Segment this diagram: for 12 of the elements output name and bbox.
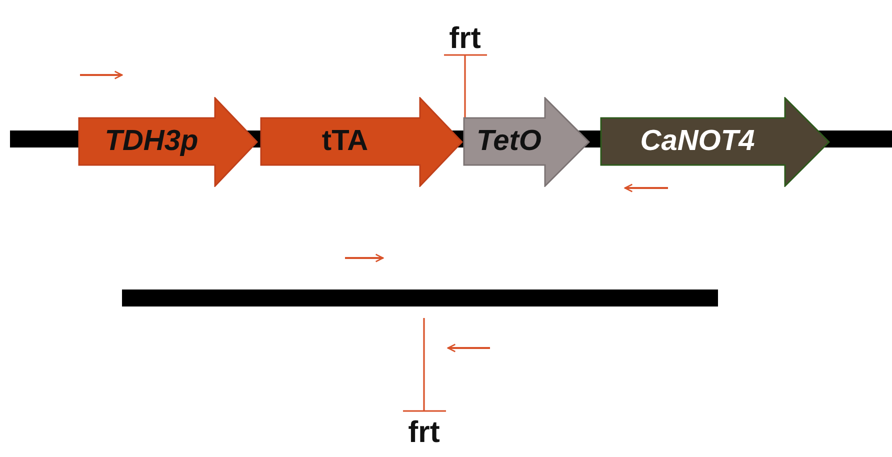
gene-segment: [463, 97, 590, 187]
site-label: frt: [435, 24, 495, 54]
gene-segment: [600, 97, 830, 187]
gene-label: TDH3p: [104, 124, 200, 159]
leader-line: [443, 54, 488, 119]
gene-segment: [260, 97, 463, 187]
site-label: frt: [394, 418, 454, 448]
leader-line: [402, 317, 447, 412]
gene-label: CaNOT4: [639, 124, 756, 159]
gene-label: tTA: [320, 124, 370, 159]
gene-segment: [78, 97, 258, 187]
gene-label: TetO: [476, 124, 542, 159]
